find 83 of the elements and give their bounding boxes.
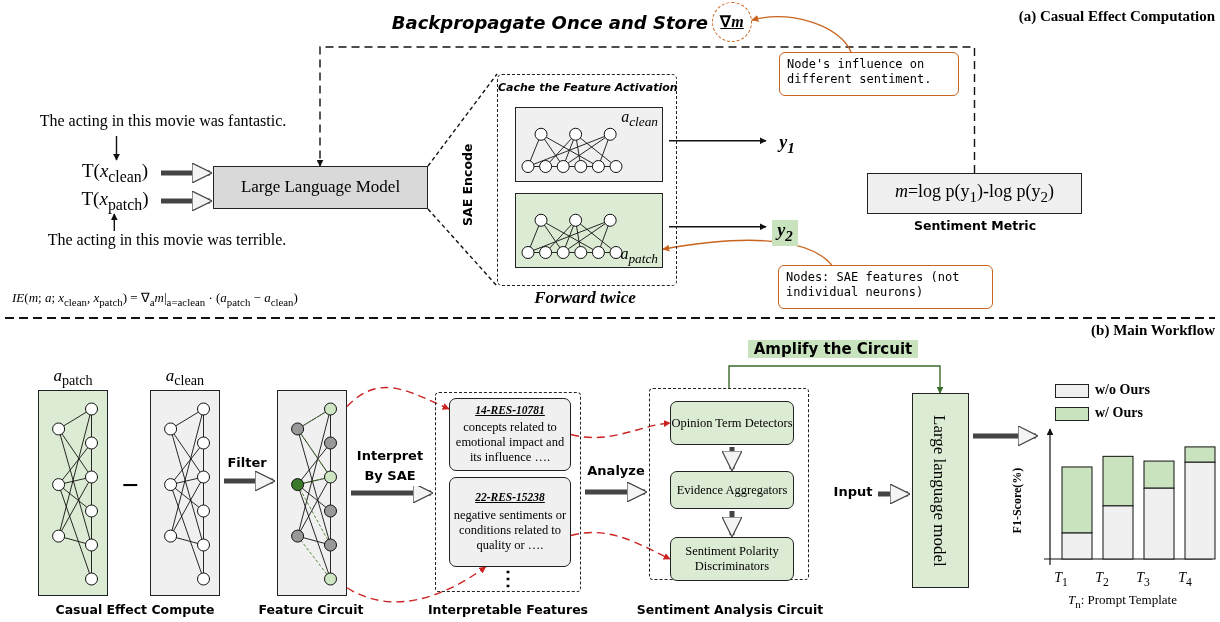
dashed-group-box: [497, 74, 677, 286]
text-label: The acting in this movie was fantastic.: [38, 112, 288, 130]
caption-text: Sentiment Metric: [912, 218, 1038, 235]
process-box: [867, 173, 1082, 214]
panel-title: (a) Casual Effect Computation: [1017, 8, 1215, 25]
box-text: Large language model: [929, 413, 950, 569]
box-text: Sentiment Polarity Discriminators: [684, 544, 780, 574]
connector-line: [427, 73, 498, 167]
rounded-box: [670, 401, 794, 445]
activation-label: a$_{clean}$: [164, 366, 206, 390]
arrow: [728, 365, 944, 394]
caption-text: Feature Circuit: [257, 602, 365, 619]
callout-box: [779, 52, 959, 96]
edge-label: Amplify the Circuit: [748, 340, 918, 358]
callout-box: [778, 265, 993, 309]
edge-label: Analyze: [586, 463, 646, 478]
arrow: [346, 566, 487, 603]
rounded-box: [449, 398, 571, 471]
dashed-group-box: [649, 388, 809, 580]
caption-text: Interpretable Features: [426, 602, 590, 619]
network-panel: [277, 390, 347, 596]
box-text: Opinion Term Detectors: [671, 415, 793, 431]
caption-text: Forward twice: [533, 288, 637, 309]
tick-label: T$_{1}$: [1053, 570, 1069, 589]
block-arrow: [224, 470, 276, 492]
dashed-group-box: [435, 392, 581, 592]
process-box: [912, 393, 969, 588]
text-label: T(x$_{clean}$): [80, 160, 150, 186]
box-text: negative sentiments or conditions related to quality or ….: [452, 507, 568, 553]
box-text: Large Language Model: [240, 177, 401, 198]
process-box: [213, 166, 428, 209]
highlighted-output-label: y$_{2}$: [774, 220, 794, 245]
arrow: [110, 213, 118, 232]
feature-id: 22-RES-15238: [475, 491, 545, 505]
text-label: T(x$_{patch}$): [80, 188, 150, 214]
activation-panel: [515, 193, 663, 268]
arrow: [316, 46, 976, 174]
activation-label: a$_{clean}$: [621, 108, 658, 131]
chart-note: T$_{n}$: Prompt Template: [1068, 592, 1178, 610]
arrow: [668, 137, 767, 145]
block-arrow: [585, 481, 648, 503]
formula-text: IE(m; a; x$_{clean}$, x$_{patch}$) = ∇$_{a}$m|$_{a=aclean}$ · (a$_{patch}$ − a$_{clean}$): [12, 290, 299, 308]
panel-title: (b) Main Workflow: [1090, 322, 1215, 339]
group-title: Cache the Feature Activation: [498, 81, 676, 94]
text-label: The acting in this movie was terrible.: [46, 231, 288, 249]
text-label: y$_{1}$: [776, 132, 796, 157]
arrow: [346, 386, 450, 410]
block-arrow: [878, 483, 911, 505]
legend-label: w/ Ours: [1095, 405, 1143, 421]
caption-text: Sentiment Analysis Circuit: [635, 602, 825, 619]
gradient-symbol: ∇m: [718, 12, 745, 32]
block-arrow: [721, 447, 743, 472]
block-arrow: [161, 190, 213, 212]
activation-label: a$_{patch}$: [52, 366, 94, 390]
arrow: [668, 223, 767, 231]
tick-label: T$_{2}$: [1094, 570, 1110, 589]
rounded-box: [670, 537, 794, 581]
block-arrow: [973, 425, 1039, 447]
activation-label: a$_{patch}$: [620, 244, 658, 267]
axis-label: F1-Score(%): [1009, 466, 1025, 536]
caption-text: Casual Effect Compute: [54, 602, 216, 617]
rounded-box: [449, 477, 571, 567]
box-text: m=log p(y$_{1}$)-log p(y$_{2}$): [894, 181, 1055, 206]
feature-id: 14-RES-10781: [475, 403, 545, 418]
arrow: [570, 420, 671, 439]
callout-text: Nodes: SAE features (not individual neurons): [786, 270, 961, 300]
rounded-box: [670, 471, 794, 509]
callout-text: Node's influence on different sentiment.: [787, 57, 933, 87]
activation-panel: [515, 107, 663, 182]
block-arrow: [161, 162, 213, 184]
legend-label: w/o Ours: [1095, 382, 1150, 398]
minus-sign: −: [120, 468, 140, 502]
caption-text: SAE Encode: [460, 142, 476, 229]
arrow: [751, 15, 852, 53]
box-text: concepts related to emotional impact and its influence ….: [454, 420, 566, 466]
tick-label: T$_{3}$: [1135, 570, 1151, 589]
box-text: Evidence Aggregators: [676, 482, 788, 498]
connector-line: [427, 208, 498, 287]
ellipsis-mark: ⋮: [498, 566, 512, 591]
arrow: [113, 135, 120, 161]
tick-label: T$_{4}$: [1177, 570, 1193, 589]
arrow: [570, 531, 671, 560]
block-arrow: [721, 511, 743, 538]
